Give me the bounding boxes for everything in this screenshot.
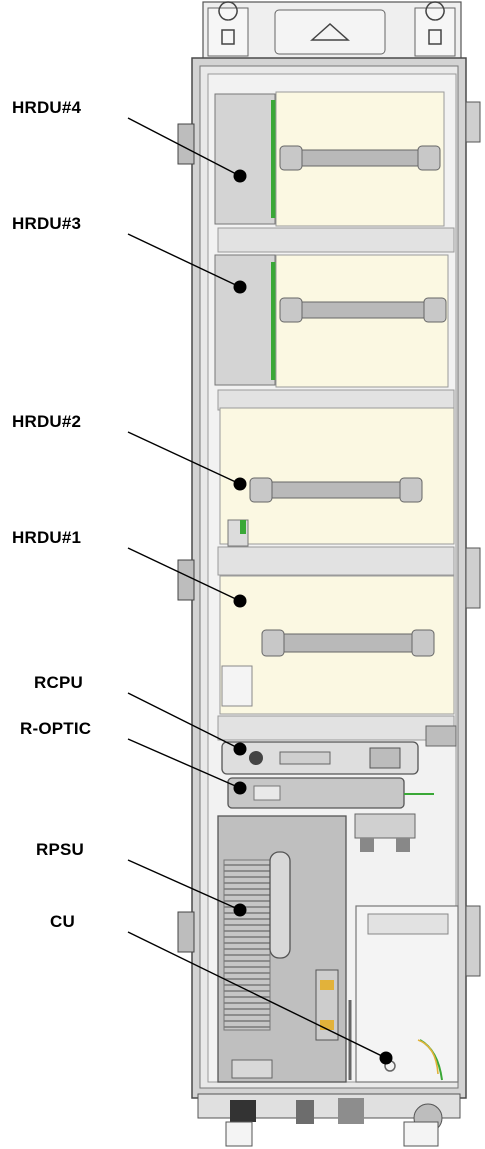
hrdu1-module	[220, 576, 454, 714]
label-rcpu: RCPU	[34, 673, 83, 693]
pointer-roptic	[234, 782, 247, 795]
pointer-cu	[380, 1052, 393, 1065]
label-rpsu: RPSU	[36, 840, 84, 860]
pointer-hrdu2	[234, 478, 247, 491]
label-cu: CU	[50, 912, 75, 932]
rpsu-module	[218, 816, 346, 1082]
pointer-rcpu	[234, 743, 247, 756]
label-roptic: R-OPTIC	[20, 719, 91, 739]
hrdu2-module	[220, 408, 454, 546]
label-hrdu3: HRDU#3	[12, 214, 81, 234]
bottom-connectors	[198, 1094, 460, 1146]
pointer-hrdu4	[234, 170, 247, 183]
pointer-hrdu3	[234, 281, 247, 294]
r-optic-module	[228, 778, 434, 808]
pointer-hrdu1	[234, 595, 247, 608]
pointer-rpsu	[234, 904, 247, 917]
label-hrdu1: HRDU#1	[12, 528, 81, 548]
hrdu4-module	[215, 92, 444, 226]
hrdu3-module	[215, 255, 448, 387]
label-hrdu4: HRDU#4	[12, 98, 81, 118]
label-hrdu2: HRDU#2	[12, 412, 81, 432]
cu-module	[356, 906, 458, 1082]
top-mounting-bracket	[203, 2, 461, 60]
